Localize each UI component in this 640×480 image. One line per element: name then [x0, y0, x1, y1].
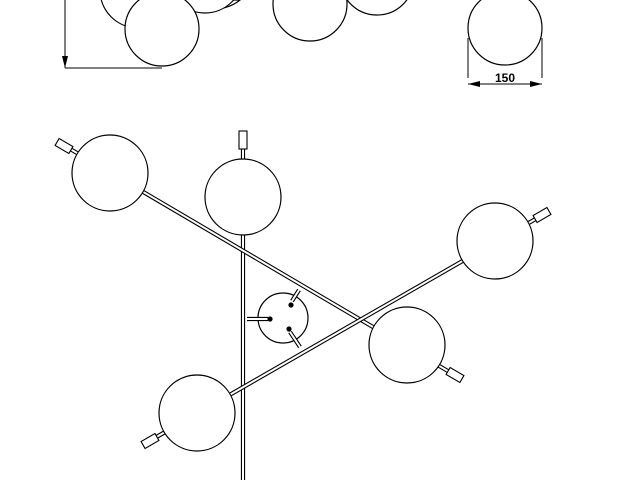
plan-view — [54, 130, 552, 480]
rod-cap-lower-right — [445, 366, 465, 384]
elevation-view-middle — [272, 0, 408, 42]
hub-screw-bottom — [286, 326, 292, 332]
rod-cap-lower-left — [140, 432, 160, 450]
elevation-view-left — [62, 0, 241, 69]
globe-mid-left — [272, 0, 348, 42]
single-globe-view: 150 — [467, 0, 543, 87]
globe-mid-right — [346, 0, 408, 16]
width-arrow-right — [530, 81, 542, 87]
width-arrow-left — [468, 81, 480, 87]
globe-lower-right — [368, 306, 446, 384]
rod-cap-upper-right — [532, 206, 552, 224]
globe-single — [467, 0, 543, 66]
height-dimension-arrow — [62, 56, 68, 68]
rod-cap-top — [238, 130, 248, 150]
width-dimension-label: 150 — [495, 71, 515, 85]
hub-screw-left — [267, 316, 273, 322]
globe-lower-left — [158, 374, 236, 452]
globe-right — [456, 202, 534, 280]
globe-front — [124, 0, 200, 67]
hub-screw-top — [288, 302, 294, 308]
globe-upper-left — [71, 134, 149, 212]
globe-top-center — [204, 158, 282, 236]
rod-cap-upper-left — [54, 137, 74, 155]
